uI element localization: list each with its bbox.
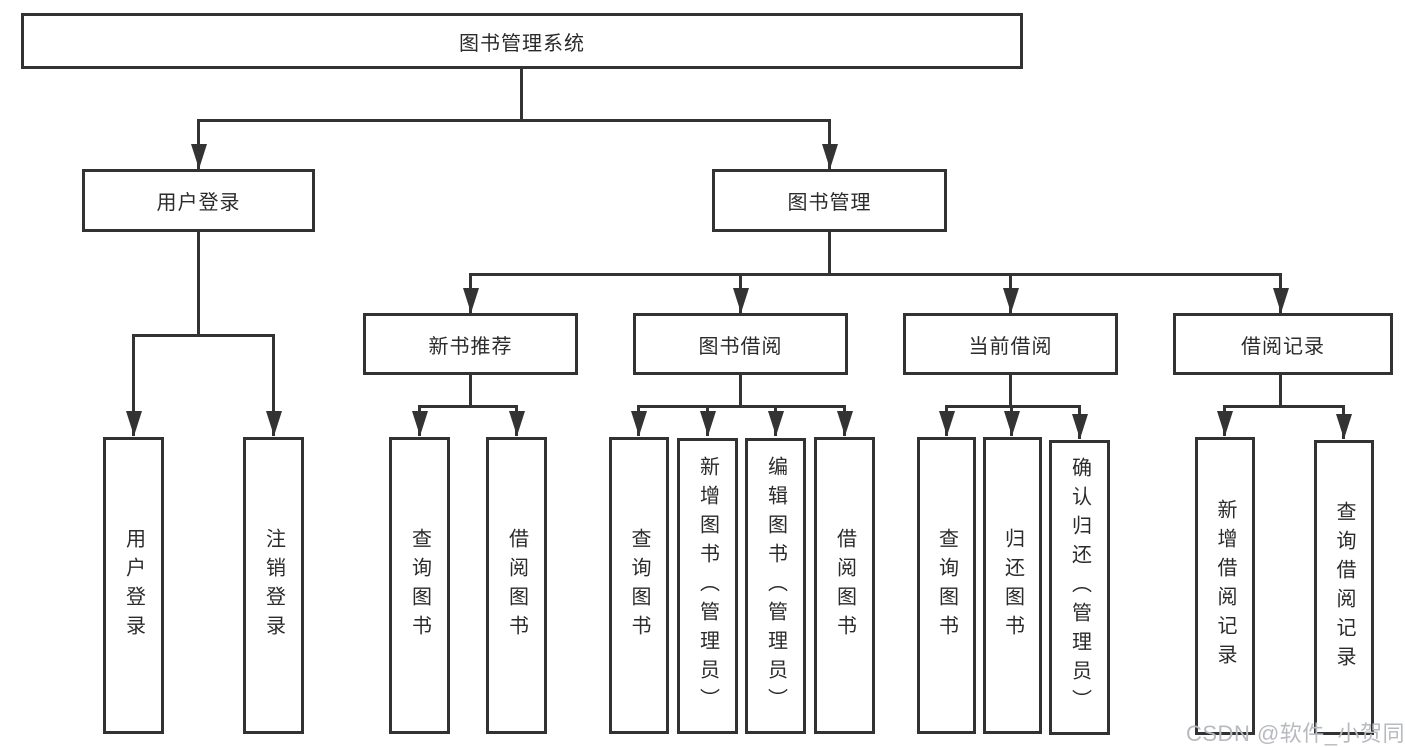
leaf-currentborrow-query-label: 查询图书 — [935, 527, 958, 644]
leaf-bookborrow-add-label: 新增图书（管理员） — [696, 455, 719, 717]
node-user-login: 用户登录 — [82, 169, 315, 232]
connector-bookborrow-stem — [739, 375, 742, 408]
arrow-borrowrecord-leaf-2 — [1342, 405, 1345, 439]
connector-currentborrow-branch — [945, 405, 1081, 408]
leaf-bookborrow-borrow-label: 借阅图书 — [833, 527, 856, 644]
arrow-to-leaf-user-login — [132, 334, 135, 436]
connector-borrowrecord-branch — [1223, 405, 1345, 408]
leaf-logout: 注销登录 — [243, 437, 304, 734]
leaf-user-login-label: 用户登录 — [122, 527, 145, 644]
watermark-text: CSDN @软件_小贺同学 — [1186, 721, 1405, 746]
node-new-book: 新书推荐 — [363, 313, 578, 375]
node-book-mgmt-label: 图书管理 — [787, 192, 872, 214]
connector-bookborrow-branch — [637, 405, 846, 408]
arrow-to-new-book — [469, 273, 472, 313]
leaf-newbook-borrow: 借阅图书 — [486, 437, 547, 734]
leaf-currentborrow-confirm: 确认归还（管理员） — [1049, 440, 1110, 735]
connector-newbook-stem — [469, 375, 472, 408]
arrow-to-leaf-logout — [272, 334, 275, 436]
leaf-currentborrow-confirm-label: 确认归还（管理员） — [1068, 457, 1091, 718]
arrow-borrowrecord-leaf-1 — [1223, 405, 1226, 436]
node-borrow-record-label: 借阅记录 — [1241, 335, 1325, 358]
node-new-book-label: 新书推荐 — [428, 335, 513, 358]
leaf-bookborrow-query-label: 查询图书 — [628, 527, 650, 644]
arrow-bookborrow-leaf-2 — [706, 405, 709, 436]
leaf-bookborrow-edit-label: 编辑图书（管理员） — [764, 455, 787, 717]
leaf-bookborrow-add: 新增图书（管理员） — [677, 438, 738, 734]
leaf-bookborrow-query: 查询图书 — [609, 437, 669, 734]
arrow-to-current-borrow — [1009, 273, 1012, 313]
node-current-borrow-label: 当前借阅 — [968, 335, 1053, 358]
leaf-currentborrow-return: 归还图书 — [983, 437, 1042, 734]
leaf-newbook-borrow-label: 借阅图书 — [505, 527, 528, 644]
arrow-to-borrow-record — [1279, 273, 1282, 313]
leaf-borrowrecord-query: 查询借阅记录 — [1314, 440, 1374, 735]
node-current-borrow: 当前借阅 — [903, 313, 1118, 375]
leaf-newbook-query: 查询图书 — [389, 437, 450, 734]
node-root-label: 图书管理系统 — [459, 32, 585, 55]
leaf-currentborrow-query: 查询图书 — [917, 437, 976, 734]
arrow-bookborrow-leaf-3 — [774, 405, 777, 436]
connector-newbook-branch — [418, 405, 518, 408]
leaf-logout-label: 注销登录 — [262, 527, 285, 644]
connector-bookmgmt-stem — [828, 232, 831, 276]
arrow-newbook-leaf-1 — [418, 405, 421, 436]
arrow-currentborrow-leaf-3 — [1078, 405, 1081, 439]
connector-root-branch — [197, 119, 831, 122]
node-book-borrow: 图书借阅 — [633, 313, 848, 375]
leaf-borrowrecord-add: 新增借阅记录 — [1195, 437, 1255, 735]
connector-userlogin-branch — [132, 334, 275, 337]
node-book-borrow-label: 图书借阅 — [698, 335, 783, 358]
connector-currentborrow-stem — [1009, 375, 1012, 408]
leaf-currentborrow-return-label: 归还图书 — [1001, 527, 1024, 644]
leaf-newbook-query-label: 查询图书 — [408, 527, 431, 644]
leaf-bookborrow-borrow: 借阅图书 — [814, 437, 875, 734]
arrow-currentborrow-leaf-2 — [1010, 405, 1013, 436]
leaf-bookborrow-edit: 编辑图书（管理员） — [745, 438, 806, 734]
arrow-newbook-leaf-2 — [515, 405, 518, 436]
leaf-borrowrecord-add-label: 新增借阅记录 — [1214, 499, 1236, 673]
arrow-to-user-login — [197, 119, 200, 169]
node-book-mgmt: 图书管理 — [712, 169, 947, 232]
node-root: 图书管理系统 — [21, 13, 1023, 69]
connector-userlogin-stem — [197, 232, 200, 337]
node-user-login-label: 用户登录 — [156, 192, 241, 214]
leaf-user-login: 用户登录 — [103, 437, 164, 734]
leaf-borrowrecord-query-label: 查询借阅记录 — [1333, 500, 1355, 675]
arrow-to-book-borrow — [739, 273, 742, 313]
arrow-currentborrow-leaf-1 — [945, 405, 948, 436]
arrow-to-book-mgmt — [828, 119, 831, 169]
connector-root-stem — [520, 68, 523, 122]
connector-bookmgmt-branch — [469, 273, 1282, 276]
node-borrow-record: 借阅记录 — [1173, 313, 1393, 375]
arrow-bookborrow-leaf-1 — [637, 405, 640, 436]
arrow-bookborrow-leaf-4 — [843, 405, 846, 436]
connector-borrowrecord-stem — [1279, 375, 1282, 408]
